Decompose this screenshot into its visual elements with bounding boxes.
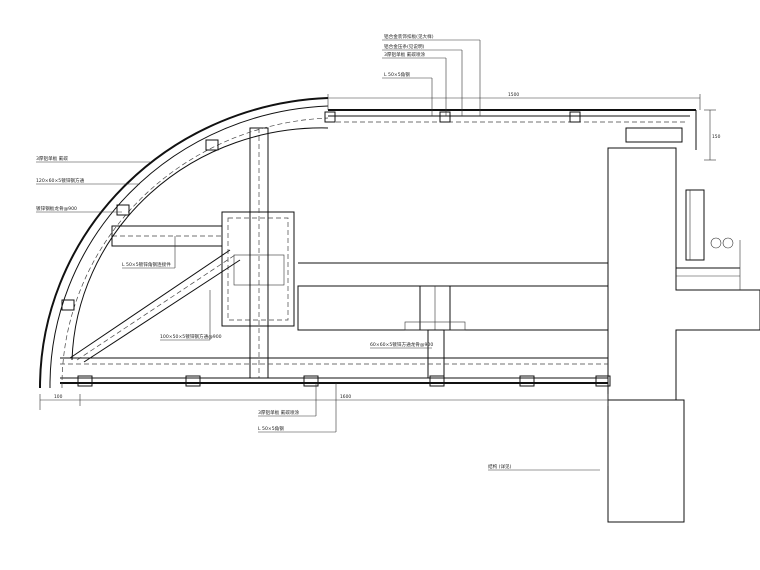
bottom-soffit-panel xyxy=(60,357,608,384)
callout-bot-2: L 50×5角钢 xyxy=(258,425,284,432)
embed-plates xyxy=(404,285,466,331)
callout-top-2: 铝合金压条(见说明) xyxy=(384,43,425,50)
callout-top-4: L 50×5角钢 xyxy=(384,71,410,78)
dim-top-span: 1500 xyxy=(508,92,519,98)
dimension-lines xyxy=(39,94,716,410)
concrete-right-block xyxy=(607,147,760,523)
dim-bottom-span: 1600 xyxy=(340,394,351,400)
concrete-beam xyxy=(297,148,609,331)
curved-cladding xyxy=(38,97,329,389)
callout-bot-1: 3厚铝单板 氟碳喷涂 xyxy=(258,409,300,416)
callout-left-2: 120×60×5镀锌钢方通 xyxy=(36,177,85,184)
callout-left-1: 3厚铝单板 氟碳 xyxy=(36,155,68,162)
diagonal-braces xyxy=(69,249,241,363)
callout-left-3: 镀锌钢板龙骨@900 xyxy=(36,205,77,212)
vertical-steel-tube xyxy=(249,127,445,379)
dim-right-small: 150 xyxy=(712,134,721,140)
dim-left-small: 100 xyxy=(54,394,63,400)
callout-leaders xyxy=(36,39,600,471)
top-cover-panel xyxy=(328,109,697,150)
horizontal-steel-arm xyxy=(111,225,223,247)
callout-top-3: 3厚铝单板 氟碳喷涂 xyxy=(384,51,426,58)
steel-column-frame xyxy=(221,211,295,327)
callout-mid-1: 60×60×5镀锌方通龙骨@900 xyxy=(370,341,433,348)
callout-left-4: L 50×5镀锌角钢连接件 xyxy=(122,261,171,268)
callout-left-5: 100×50×5镀锌钢方通@900 xyxy=(160,333,222,340)
right-edge-detail xyxy=(676,189,741,290)
connector-brackets xyxy=(61,111,611,387)
callout-labels: 铝合金装饰扣板(见大样) 铝合金压条(见说明) 3厚铝单板 氟碳喷涂 L 50×… xyxy=(36,33,721,470)
callout-top-1: 铝合金装饰扣板(见大样) xyxy=(384,33,434,40)
callout-bot-3: 结构 (详见) xyxy=(488,463,512,470)
